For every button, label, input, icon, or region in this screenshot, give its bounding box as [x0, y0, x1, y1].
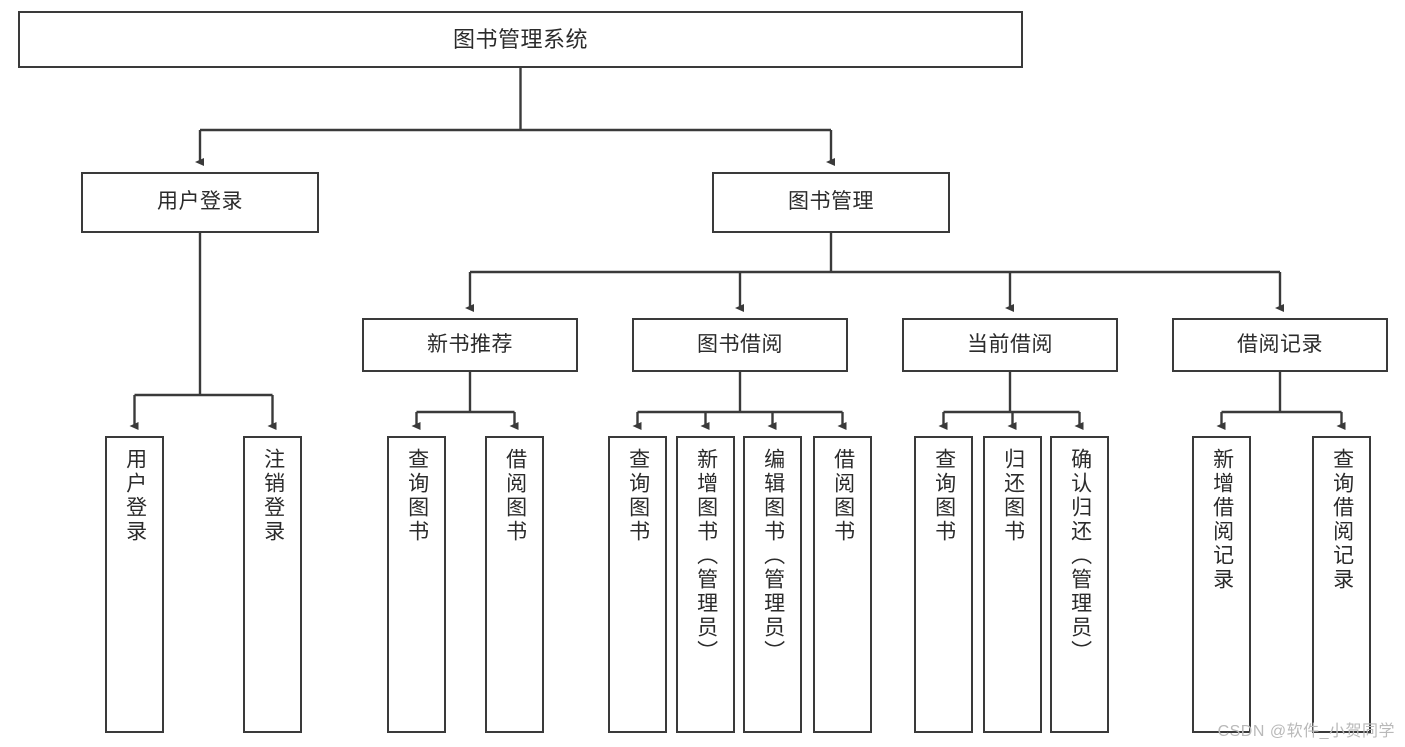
node-edit-book-admin[interactable]: 编辑图书（管理员）	[743, 436, 802, 733]
node-book-borrow[interactable]: 图书借阅	[632, 318, 848, 372]
node-new-book-recommend-label: 新书推荐	[427, 332, 513, 356]
node-current-borrow[interactable]: 当前借阅	[902, 318, 1118, 372]
node-query-book-rec[interactable]: 查询图书	[387, 436, 446, 733]
node-return-book[interactable]: 归还图书	[983, 436, 1042, 733]
node-borrow-book-borrow-label: 借阅图书	[831, 448, 855, 544]
node-user-login[interactable]: 用户登录	[81, 172, 319, 233]
node-query-book-current[interactable]: 查询图书	[914, 436, 973, 733]
node-query-book-borrow[interactable]: 查询图书	[608, 436, 667, 733]
node-add-book-admin[interactable]: 新增图书（管理员）	[676, 436, 735, 733]
node-query-book-rec-label: 查询图书	[405, 448, 429, 544]
node-borrow-book-rec-label: 借阅图书	[503, 448, 527, 544]
node-current-borrow-label: 当前借阅	[967, 332, 1053, 356]
node-logout-leaf[interactable]: 注销登录	[243, 436, 302, 733]
node-borrow-record[interactable]: 借阅记录	[1172, 318, 1388, 372]
node-book-borrow-label: 图书借阅	[697, 332, 783, 356]
node-add-book-admin-label: 新增图书（管理员）	[694, 448, 718, 664]
node-edit-book-admin-label: 编辑图书（管理员）	[761, 448, 785, 664]
watermark: CSDN @软件_小贺同学	[1217, 723, 1395, 740]
node-query-borrow-record-label: 查询借阅记录	[1330, 448, 1354, 592]
node-return-book-label: 归还图书	[1001, 448, 1025, 544]
node-borrow-record-label: 借阅记录	[1237, 332, 1323, 356]
node-query-book-borrow-label: 查询图书	[626, 448, 650, 544]
node-user-login-leaf[interactable]: 用户登录	[105, 436, 164, 733]
node-book-manage[interactable]: 图书管理	[712, 172, 950, 233]
node-confirm-return-admin-label: 确认归还（管理员）	[1068, 448, 1092, 664]
node-logout-leaf-label: 注销登录	[261, 448, 285, 544]
node-new-book-recommend[interactable]: 新书推荐	[362, 318, 578, 372]
node-query-borrow-record[interactable]: 查询借阅记录	[1312, 436, 1371, 733]
node-root[interactable]: 图书管理系统	[18, 11, 1023, 68]
node-add-borrow-record[interactable]: 新增借阅记录	[1192, 436, 1251, 733]
node-borrow-book-borrow[interactable]: 借阅图书	[813, 436, 872, 733]
node-book-manage-label: 图书管理	[788, 190, 874, 214]
node-confirm-return-admin[interactable]: 确认归还（管理员）	[1050, 436, 1109, 733]
node-query-book-current-label: 查询图书	[932, 448, 956, 544]
node-borrow-book-rec[interactable]: 借阅图书	[485, 436, 544, 733]
node-add-borrow-record-label: 新增借阅记录	[1210, 448, 1234, 592]
node-root-label: 图书管理系统	[452, 26, 588, 52]
node-user-login-label: 用户登录	[157, 190, 243, 214]
node-user-login-leaf-label: 用户登录	[123, 448, 147, 544]
